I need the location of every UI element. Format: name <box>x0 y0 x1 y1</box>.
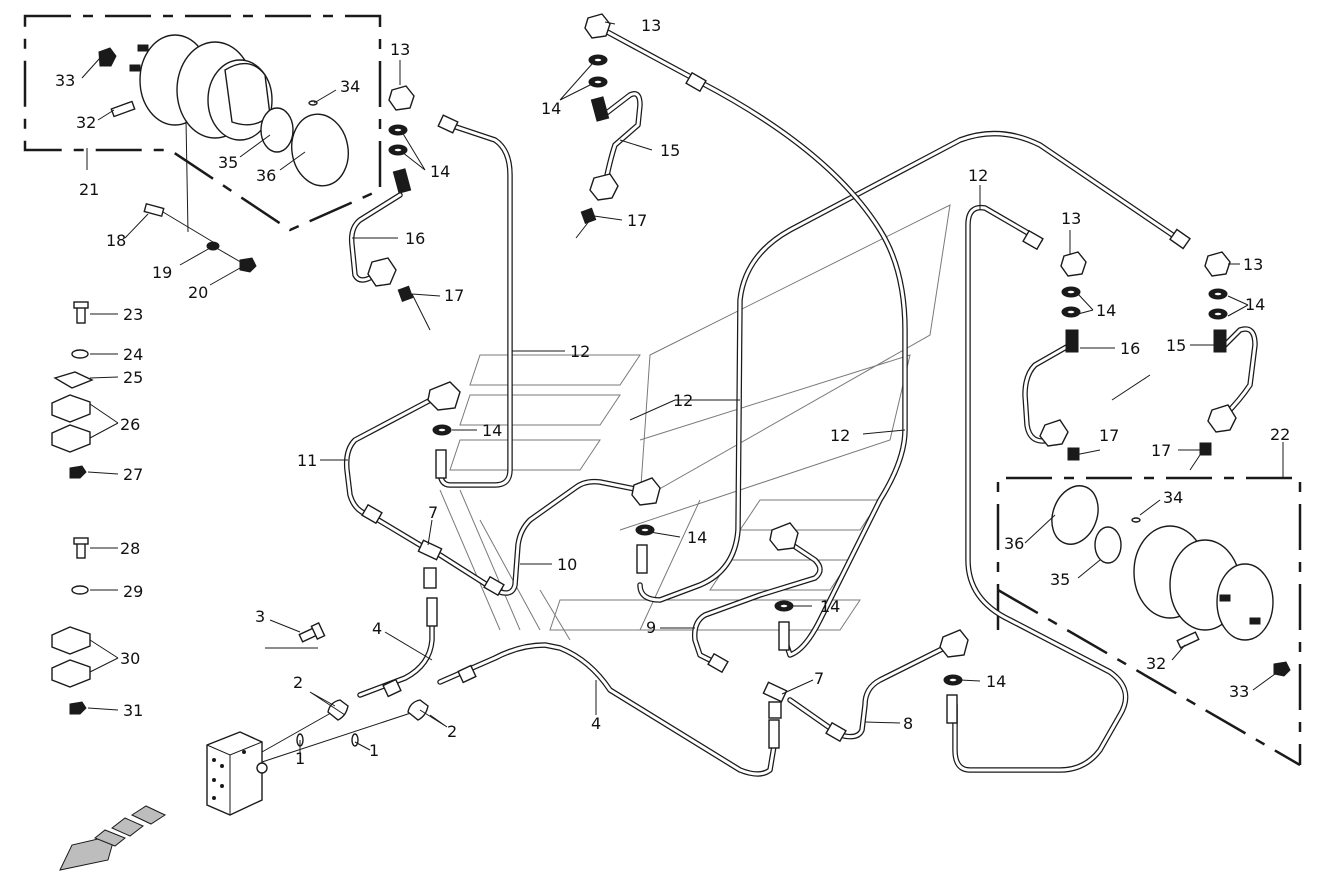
callout-14-e: 14 <box>820 597 840 616</box>
callout-15-a: 15 <box>660 141 680 160</box>
clamp-set-upper <box>51 301 94 479</box>
callout-31: 31 <box>123 701 143 720</box>
forward-direction-arrow-icon <box>59 805 167 871</box>
motor-assembly-box-left <box>23 14 382 232</box>
callout-34-right: 34 <box>1163 488 1183 507</box>
motor-assembly-box-right <box>996 476 1302 767</box>
callout-12-c: 12 <box>830 426 850 445</box>
callout-12-d: 12 <box>968 166 988 185</box>
callout-24: 24 <box>123 345 143 364</box>
callout-4-b: 4 <box>591 714 601 733</box>
callout-20: 20 <box>188 283 208 302</box>
callout-14-f: 14 <box>986 672 1006 691</box>
callout-33-right: 33 <box>1229 682 1249 701</box>
callout-9: 9 <box>646 618 656 637</box>
callout-36-left: 36 <box>256 166 276 185</box>
callout-18: 18 <box>106 231 126 250</box>
callout-14-b: 14 <box>541 99 561 118</box>
callout-13-a: 13 <box>390 40 410 59</box>
valve-block <box>206 704 421 816</box>
hydraulic-motor-right <box>1051 485 1291 677</box>
callout-26: 26 <box>120 415 140 434</box>
pipe-fittings <box>361 71 1191 749</box>
callout-35-left: 35 <box>218 153 238 172</box>
callout-16-a: 16 <box>405 229 425 248</box>
callout-16-b: 16 <box>1120 339 1140 358</box>
tee-fittings <box>417 539 788 719</box>
machine-frame-outline <box>439 204 951 641</box>
callout-32-left: 32 <box>76 113 96 132</box>
callout-13-c: 13 <box>1061 209 1081 228</box>
callout-21: 21 <box>79 180 99 199</box>
callout-7-a: 7 <box>428 503 438 522</box>
callout-28: 28 <box>120 539 140 558</box>
pipes <box>343 25 1258 777</box>
callout-33-left: 33 <box>55 71 75 90</box>
callout-19: 19 <box>152 263 172 282</box>
elbow-fittings <box>367 13 1237 658</box>
callout-11: 11 <box>297 451 317 470</box>
callout-27: 27 <box>123 465 143 484</box>
callout-35-right: 35 <box>1050 570 1070 589</box>
clamp-set-lower <box>51 537 91 715</box>
callout-14-d: 14 <box>687 528 707 547</box>
callout-12-b: 12 <box>673 391 693 410</box>
callout-17-d: 17 <box>1151 441 1171 460</box>
callout-10: 10 <box>557 555 577 574</box>
callout-2-a: 2 <box>293 673 303 692</box>
callout-23: 23 <box>123 305 143 324</box>
callout-34-left: 34 <box>340 77 360 96</box>
callout-14-a: 14 <box>430 162 450 181</box>
callout-7-b: 7 <box>814 669 824 688</box>
hydraulic-motor-left <box>98 34 349 233</box>
callout-2-b: 2 <box>447 722 457 741</box>
callout-1-b: 1 <box>369 741 379 760</box>
sealing-washers <box>388 54 1228 686</box>
callout-15-b: 15 <box>1166 336 1186 355</box>
callout-22: 22 <box>1270 425 1290 444</box>
callout-32-right: 32 <box>1146 654 1166 673</box>
callout-3: 3 <box>255 607 265 626</box>
callout-30: 30 <box>120 649 140 668</box>
callout-1-a: 1 <box>295 749 305 768</box>
callout-17-c: 17 <box>1099 426 1119 445</box>
callout-labels: 33 32 34 35 36 21 18 19 20 23 24 25 26 2… <box>55 16 1290 768</box>
bolt-3 <box>298 622 326 643</box>
callout-14-g: 14 <box>1096 301 1116 320</box>
callout-8: 8 <box>903 714 913 733</box>
callout-4-a: 4 <box>372 619 382 638</box>
callout-13-d: 13 <box>1243 255 1263 274</box>
callout-17-b: 17 <box>627 211 647 230</box>
callout-17-a: 17 <box>444 286 464 305</box>
callout-36-right: 36 <box>1004 534 1024 553</box>
callout-13-b: 13 <box>641 16 661 35</box>
callout-14-c: 14 <box>482 421 502 440</box>
leader-lines <box>81 21 1284 760</box>
flange-halves <box>296 699 429 747</box>
callout-25: 25 <box>123 368 143 387</box>
callout-12-a: 12 <box>570 342 590 361</box>
callout-29: 29 <box>123 582 143 601</box>
callout-14-h: 14 <box>1245 295 1265 314</box>
fasteners-18-20 <box>143 202 257 273</box>
